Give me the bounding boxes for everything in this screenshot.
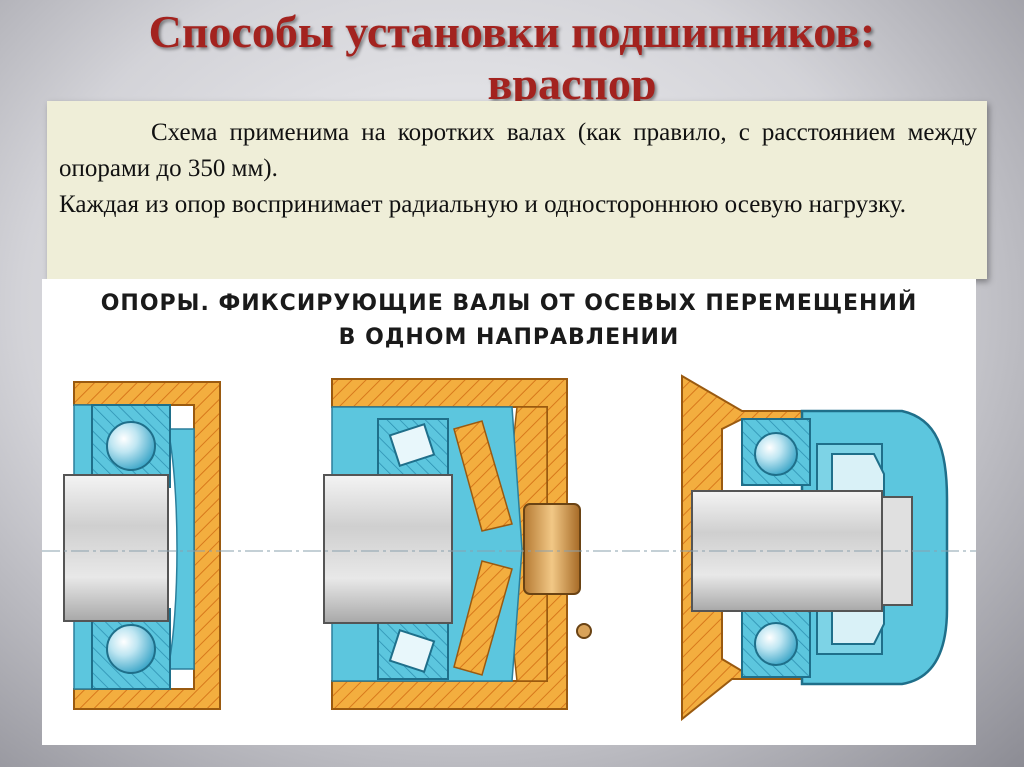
ball-bearing-support-1 xyxy=(63,381,221,710)
description-paragraph-2: Каждая из опор воспринимает радиальную и… xyxy=(59,191,906,218)
tapered-roller-bearing-support xyxy=(323,378,592,710)
diagram-caption-line-2: В ОДНОМ НАПРАВЛЕНИИ xyxy=(338,325,680,350)
slide-title: Способы установки подшипников: враспор xyxy=(0,6,1024,110)
title-line-2: враспор xyxy=(487,58,657,109)
description-paragraph-1: Схема применима на коротких валах (как п… xyxy=(59,119,977,182)
bearing-diagram: ОПОРЫ. ФИКСИРУЮЩИЕ ВАЛЫ ОТ ОСЕВЫХ ПЕРЕМЕ… xyxy=(42,279,976,745)
ball-bearing-support-2 xyxy=(681,374,949,722)
description-box: Схема применима на коротких валах (как п… xyxy=(47,101,987,279)
title-line-1: Способы установки подшипников: xyxy=(148,6,876,57)
bearing-drawings xyxy=(42,374,976,722)
diagram-caption-line-1: ОПОРЫ. ФИКСИРУЮЩИЕ ВАЛЫ ОТ ОСЕВЫХ ПЕРЕМЕ… xyxy=(100,291,918,316)
